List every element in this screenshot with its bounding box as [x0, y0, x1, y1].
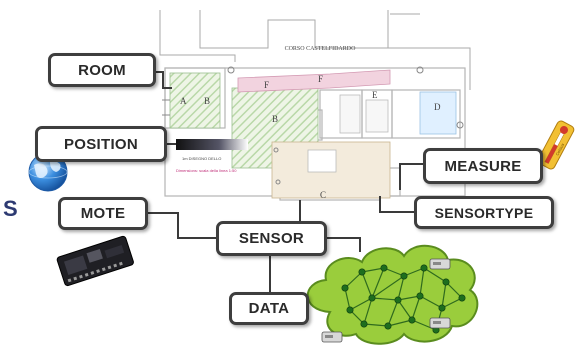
network-link [371, 297, 399, 301]
network-node [400, 272, 408, 280]
network-link [419, 267, 425, 297]
thermometer-label: Celsius [555, 142, 566, 156]
network-link [441, 281, 447, 309]
mote-label: MOTE [80, 205, 126, 222]
network-link [445, 281, 463, 299]
street-label: CORSO CASTELFIDARDO [285, 46, 357, 52]
zone-label-d: D [434, 102, 441, 112]
network-node [358, 268, 366, 276]
network-node [346, 306, 354, 314]
network-node [360, 320, 368, 328]
mote-board-icon [56, 235, 134, 287]
connector-measure [399, 163, 423, 190]
zone-label-f1: F [318, 74, 323, 84]
sensor-box: SENSOR [216, 221, 327, 256]
measure-box: MEASURE [423, 148, 543, 184]
network-link [363, 297, 373, 325]
network-link [383, 267, 405, 277]
zone-label-e: E [372, 90, 378, 100]
position-box: POSITION [35, 126, 167, 162]
connectors [148, 71, 423, 292]
zone-label-b2: B [272, 114, 278, 124]
zone-label-c: C [320, 190, 326, 200]
network-link [411, 295, 421, 321]
network-link [387, 319, 413, 327]
network-link [397, 275, 405, 301]
street-outline [159, 10, 471, 90]
network-link [387, 299, 399, 327]
zone-a-hatch [169, 72, 221, 129]
zone-f-corridor [237, 69, 391, 93]
network-link [397, 295, 421, 301]
zone-d [419, 91, 457, 135]
network-link [349, 297, 373, 311]
zone-c-block [307, 149, 337, 173]
connector-room [156, 71, 172, 89]
network-node [442, 278, 450, 286]
connector-sensortype [379, 196, 414, 213]
network-link [423, 267, 447, 283]
network-node [458, 294, 466, 302]
network-node [341, 284, 349, 292]
gateway-device-3 [321, 331, 343, 343]
data-label: DATA [248, 300, 290, 317]
connector-sensor-cloud [327, 237, 361, 252]
floor-plan-note: Dimensions: scala della linea 1:50 [176, 168, 237, 173]
gateway-device-1 [429, 258, 451, 270]
scale-bar [176, 139, 248, 150]
thermometer-icon: Celsius [537, 120, 575, 170]
network-link [441, 297, 463, 309]
network-link [361, 271, 373, 299]
data-box: DATA [229, 292, 309, 325]
connector-mote [148, 212, 216, 239]
gateway-device-2 [429, 317, 451, 329]
network-link [361, 267, 385, 273]
position-label: POSITION [63, 135, 139, 153]
sensor-label: SENSOR [238, 230, 305, 247]
network-node [408, 316, 416, 324]
scale-caption: 1m DISEGNO DELLO [182, 156, 221, 161]
network-link [371, 275, 405, 299]
zone-label-b1: B [204, 96, 210, 106]
network-link [371, 267, 385, 299]
room-label: ROOM [78, 61, 126, 79]
network-link [344, 271, 363, 289]
network-node [438, 304, 446, 312]
sensortype-label: SENSORTYPE [434, 204, 534, 221]
mote-box: MOTE [58, 197, 148, 230]
floor-plan: CORSO CASTELFIDARDO A B B C D E F F 1m D… [159, 10, 471, 201]
cloud-shape [306, 244, 479, 345]
network-node [394, 296, 402, 304]
measure-label: MEASURE [444, 157, 522, 175]
network-link [344, 287, 351, 311]
network-node [368, 294, 376, 302]
zone-e-block [339, 94, 361, 134]
network-node [380, 264, 388, 272]
zone-e-block2 [365, 99, 389, 133]
sensortype-box: SENSORTYPE [414, 196, 554, 229]
globe-icon [28, 152, 68, 192]
network-link [397, 299, 413, 321]
network-node [420, 264, 428, 272]
zone-label-f2: F [264, 80, 269, 90]
network-node [384, 322, 392, 330]
network-link [363, 323, 389, 327]
network-link [419, 295, 443, 309]
fixture-marks [162, 66, 464, 185]
room-box: ROOM [48, 53, 156, 87]
network-link [403, 267, 425, 277]
zone-label-a: A [180, 96, 187, 106]
sensor-network-cloud [306, 244, 479, 345]
network-node [416, 292, 424, 300]
stray-glyph: S [3, 196, 18, 221]
